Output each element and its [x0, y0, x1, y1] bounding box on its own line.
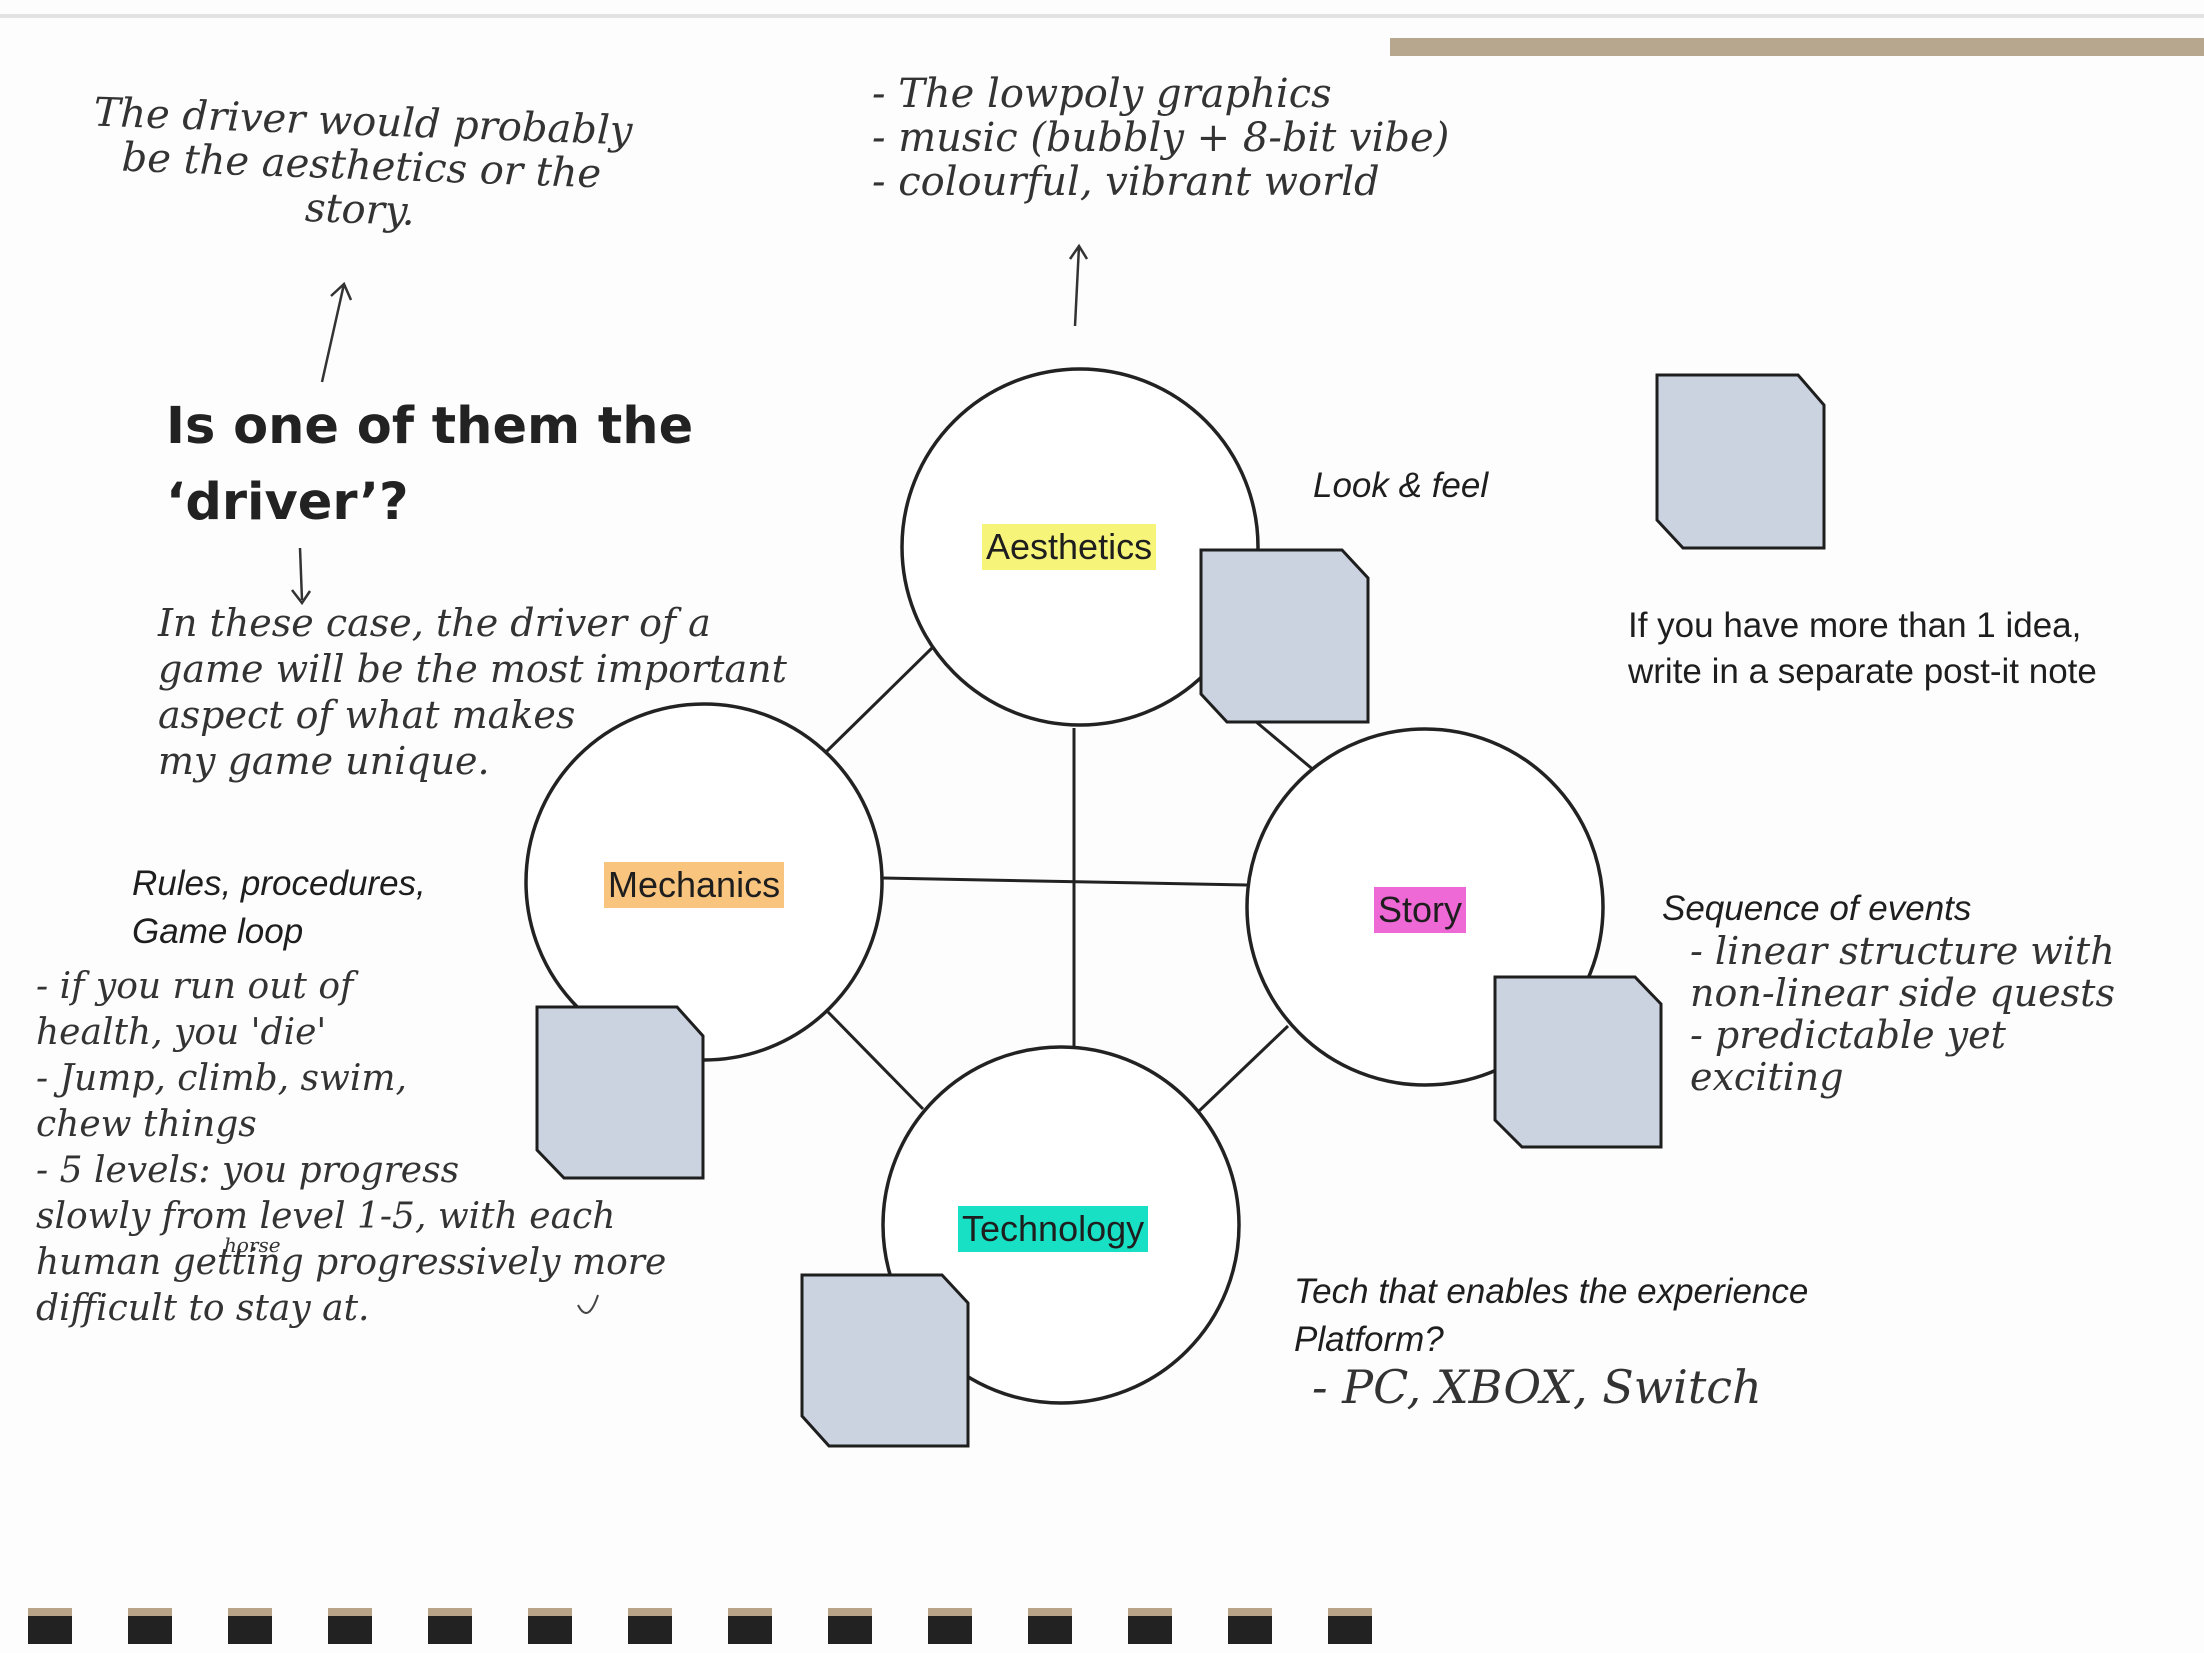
tech-notes: - PC, XBOX, Switch [1312, 1360, 1762, 1414]
story-notes: - linear structure with non-linear side … [1690, 929, 2115, 1099]
binding-hole [128, 1608, 172, 1644]
scan-edge [1390, 38, 2204, 56]
postit-example[interactable] [1655, 373, 1826, 550]
binding-hole [828, 1608, 872, 1644]
binding-hole [228, 1608, 272, 1644]
aesthetics-label: Aesthetics [982, 524, 1157, 570]
driver-question: Is one of them the ‘driver’? [166, 397, 694, 532]
sequence-prompt: Sequence of events [1662, 889, 1972, 928]
connector-mechanics-story [881, 876, 1248, 887]
aesthetics-notes: - The lowpoly graphics - music (bubbly +… [872, 71, 1450, 205]
binding-hole [328, 1608, 372, 1644]
postit-aesthetics[interactable] [1199, 548, 1370, 724]
postit-story[interactable] [1493, 975, 1663, 1149]
connector-mechanics-technology [826, 1010, 925, 1111]
connector-aesthetics-mechanics [823, 646, 934, 755]
technology-label: Technology [958, 1206, 1149, 1252]
mechanics-notes: - if you run out of health, you 'die' - … [36, 966, 667, 1329]
binding-hole [928, 1608, 972, 1644]
stroke-mark [577, 1294, 599, 1314]
story-label: Story [1374, 887, 1467, 933]
mechanics-label: Mechanics [604, 862, 785, 908]
binding-hole [628, 1608, 672, 1644]
binding-hole [1128, 1608, 1172, 1644]
arrow-to-aesthetics-notes [1068, 243, 1089, 327]
mechanics-insert: horse [224, 1233, 281, 1257]
binding-hole [1028, 1608, 1072, 1644]
scan-edge-shadow [0, 14, 2204, 18]
binding-hole [728, 1608, 772, 1644]
postit-tip: If you have more than 1 idea, write in a… [1628, 606, 2097, 691]
arrows [291, 243, 1089, 606]
binding-hole [528, 1608, 572, 1644]
connector-lines [823, 646, 1317, 1114]
arrow-from-driver-question [291, 547, 312, 606]
postit-mechanics[interactable] [535, 1005, 705, 1180]
tech-prompt: Tech that enables the experience Platfor… [1294, 1272, 1809, 1359]
driver-explanation: In these case, the driver of a game will… [158, 601, 787, 783]
driver-note: The driver would probably be the aesthet… [92, 89, 634, 235]
connector-story-technology [1196, 1024, 1290, 1114]
arrow-to-driver-note [320, 281, 353, 383]
look-feel-prompt: Look & feel [1313, 466, 1489, 505]
binding-hole [28, 1608, 72, 1644]
binding-hole [1228, 1608, 1272, 1644]
rules-prompt: Rules, procedures, Game loop [132, 864, 426, 951]
binding-hole [1328, 1608, 1372, 1644]
postit-technology[interactable] [800, 1273, 970, 1448]
binding-hole [428, 1608, 472, 1644]
